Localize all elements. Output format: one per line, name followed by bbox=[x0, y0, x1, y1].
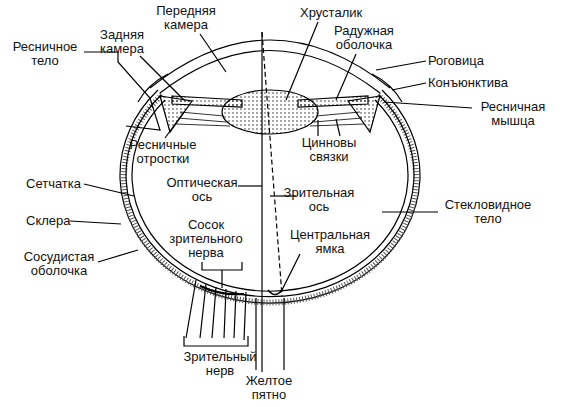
leader-line bbox=[376, 61, 426, 70]
drawing-part bbox=[70, 22, 472, 372]
leader-line bbox=[165, 112, 184, 138]
bracket bbox=[202, 262, 242, 270]
part-label: Ресничное тело bbox=[6, 40, 84, 68]
leader-line bbox=[281, 254, 300, 292]
zonule-fibres bbox=[176, 112, 364, 126]
part-label: Задняя камера bbox=[90, 28, 154, 56]
part-label: Сосудистая оболочка bbox=[14, 250, 104, 278]
leader-line bbox=[392, 83, 426, 90]
part-label: Оптическая ось bbox=[160, 176, 244, 204]
part-label: Стекловидное тело bbox=[438, 198, 538, 226]
part-label: Цинновы связки bbox=[296, 136, 362, 164]
bracket bbox=[184, 336, 248, 346]
sclera-outline bbox=[120, 90, 420, 303]
leader-line bbox=[286, 22, 318, 100]
leader-line bbox=[336, 54, 356, 100]
ciliary-body bbox=[348, 96, 380, 132]
bracket bbox=[84, 52, 160, 130]
visual-axis bbox=[262, 32, 282, 296]
leader-line bbox=[283, 298, 284, 370]
leader-line bbox=[70, 221, 121, 224]
part-label: Сетчатка bbox=[26, 177, 106, 191]
leader-line bbox=[98, 250, 138, 262]
leader-line bbox=[384, 102, 472, 108]
optic-nerve bbox=[186, 280, 246, 340]
part-label: Ресничная мышца bbox=[470, 100, 556, 128]
leader-line bbox=[200, 34, 226, 72]
part-label: Центральная ямка bbox=[284, 228, 376, 256]
leader-line bbox=[336, 119, 340, 136]
leader-line bbox=[238, 185, 262, 186]
part-label: Зрительная ось bbox=[276, 186, 362, 214]
leader-line bbox=[221, 270, 222, 288]
leader-line bbox=[382, 211, 438, 212]
cornea-inner bbox=[160, 51, 380, 94]
part-label: Передняя камера bbox=[150, 4, 222, 32]
part-label: Сосок зрительного нерва bbox=[164, 218, 248, 260]
leader-line bbox=[140, 56, 184, 100]
part-label: Радужная оболочка bbox=[324, 24, 404, 52]
leader-line bbox=[84, 184, 134, 196]
part-label: Конъюнктива bbox=[428, 76, 538, 90]
fovea bbox=[268, 290, 282, 295]
optic-axis bbox=[261, 32, 262, 372]
part-label: Ресничные отростки bbox=[118, 138, 208, 166]
ciliary-body bbox=[160, 96, 192, 132]
lens bbox=[222, 90, 318, 134]
part-label: Склера bbox=[26, 214, 86, 228]
part-label: Желтое пятно bbox=[236, 374, 302, 402]
part-label: Хрусталик bbox=[300, 6, 390, 20]
part-label: Роговица bbox=[428, 54, 518, 68]
leader-line bbox=[317, 120, 318, 136]
